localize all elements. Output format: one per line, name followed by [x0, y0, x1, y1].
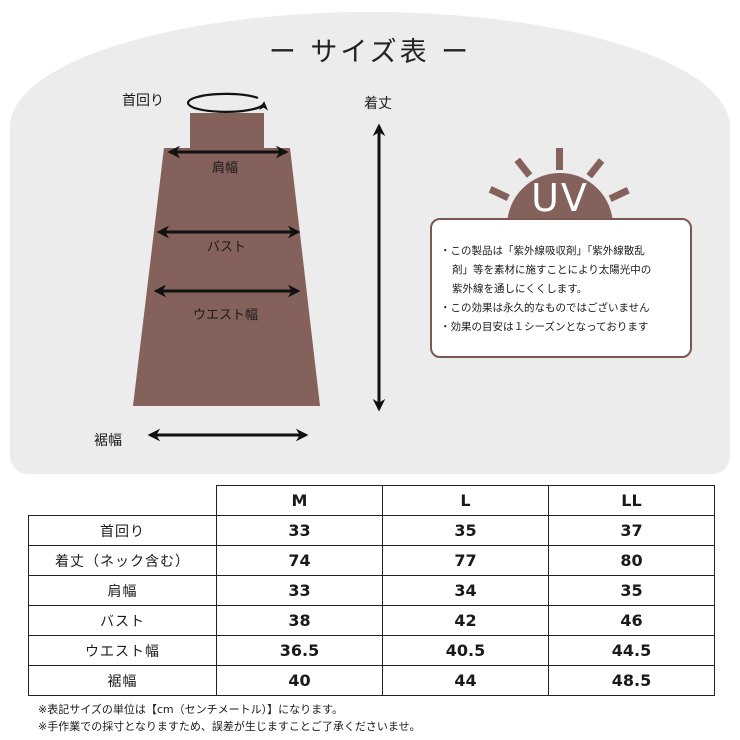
column-header: L [382, 485, 549, 516]
row-header: バスト [28, 605, 217, 636]
neck-arrow [186, 92, 269, 113]
label-waist: ウエスト幅 [193, 308, 259, 323]
table-cell: 74 [216, 545, 383, 576]
uv-info-box: ・この製品は「紫外線吸収剤」「紫外線散乱 剤」等を素材に施すことにより太陽光中の… [430, 218, 692, 358]
table-corner [28, 485, 217, 516]
table-cell: 42 [382, 605, 549, 636]
label-length: 着丈 [364, 96, 392, 112]
uv-line: ・この製品は「紫外線吸収剤」「紫外線散乱 [440, 245, 645, 257]
table-cell: 34 [382, 575, 549, 606]
uv-badge-text: UV [531, 176, 589, 220]
uv-line: 紫外線を通しにくくします。 [452, 283, 588, 295]
column-header: LL [548, 485, 715, 516]
table-cell: 35 [548, 575, 715, 606]
table-cell: 44 [382, 665, 549, 696]
label-hem: 裾幅 [94, 433, 122, 449]
row-header: ウエスト幅 [28, 635, 217, 666]
uv-sun-icon [488, 148, 630, 226]
table-cell: 33 [216, 515, 383, 546]
table-cell: 44.5 [548, 635, 715, 666]
garment-body [133, 148, 320, 406]
table-cell: 33 [216, 575, 383, 606]
table-cell: 40 [216, 665, 383, 696]
label-shoulder: 肩幅 [212, 161, 239, 176]
uv-line: ・効果の目安は１シーズンとなっております [440, 321, 649, 333]
row-header: 着丈（ネック含む） [28, 545, 217, 576]
table-cell: 46 [548, 605, 715, 636]
table-cell: 48.5 [548, 665, 715, 696]
garment-neck [190, 113, 264, 148]
table-cell: 38 [216, 605, 383, 636]
row-header: 裾幅 [28, 665, 217, 696]
table-cell: 35 [382, 515, 549, 546]
uv-line: 剤」等を素材に施すことにより太陽光中の [452, 264, 652, 276]
table-cell: 77 [382, 545, 549, 576]
page-title: ー サイズ表 ー [268, 37, 472, 68]
label-bust: バスト [207, 240, 247, 255]
footnote: ※表記サイズの単位は【cm（センチメートル）】になります。 [38, 703, 344, 716]
table-cell: 36.5 [216, 635, 383, 666]
table-cell: 40.5 [382, 635, 549, 666]
row-header: 首回り [28, 515, 217, 546]
table-cell: 80 [548, 545, 715, 576]
row-header: 肩幅 [28, 575, 217, 606]
garment-diagram [133, 92, 630, 442]
label-neck: 首回り [122, 93, 164, 109]
table-header-row: M L LL [28, 485, 715, 516]
uv-line: ・この効果は永久的なものではございません [440, 302, 650, 314]
column-header: M [216, 485, 383, 516]
table-cell: 37 [548, 515, 715, 546]
footnote: ※手作業での採寸となりますため、誤差が生じますことご了承くださいませ。 [38, 720, 421, 733]
